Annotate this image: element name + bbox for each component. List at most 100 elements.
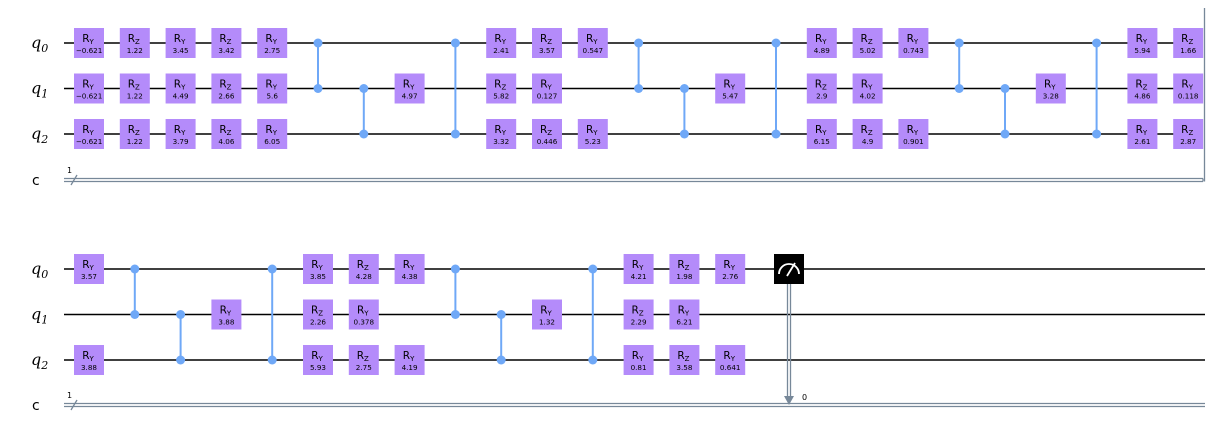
gate-parameter: 5.23 xyxy=(585,137,601,146)
gate-parameter: 3.42 xyxy=(218,46,234,55)
gate-box xyxy=(669,299,700,330)
gate-parameter: 1.66 xyxy=(1180,46,1196,55)
ry-gate: RY3.85 xyxy=(303,254,333,284)
cz-gate xyxy=(1000,84,1010,139)
gate-box xyxy=(715,345,746,375)
cz-gate xyxy=(771,38,781,139)
rz-gate: RZ2.66 xyxy=(211,73,242,104)
gate-parameter: 3.45 xyxy=(173,46,189,55)
gate-box xyxy=(486,73,517,104)
control-dot xyxy=(130,310,140,319)
gate-box xyxy=(669,345,700,375)
qubit-label: q2 xyxy=(31,350,48,372)
gate-box xyxy=(1035,73,1066,104)
control-dot xyxy=(267,355,277,365)
ry-gate: RY4.19 xyxy=(394,345,425,375)
gate-box xyxy=(348,345,379,375)
circuit-row-1: q0q1q2c1RY−0.621RY−0.621RY−0.621RZ1.22RZ… xyxy=(31,8,1206,189)
cz-gate xyxy=(588,264,598,365)
rz-gate: RZ1.22 xyxy=(119,119,150,149)
control-dot xyxy=(954,38,964,48)
gate-parameter: 4.19 xyxy=(402,363,418,372)
gate-parameter: 2.75 xyxy=(264,46,280,55)
gate-box xyxy=(1173,28,1204,58)
gate-parameter: 1.98 xyxy=(676,272,692,281)
gate-box xyxy=(1173,119,1204,149)
gate-parameter: 3.88 xyxy=(81,363,97,372)
gate-parameter: 2.76 xyxy=(722,272,738,281)
rz-gate: RZ4.9 xyxy=(852,119,883,149)
gate-parameter: 3.32 xyxy=(493,137,509,146)
measure-bit-index: 0 xyxy=(802,393,807,402)
ry-gate: RY5.94 xyxy=(1127,28,1158,58)
gate-box xyxy=(211,73,242,104)
gate-box xyxy=(806,119,837,149)
gate-parameter: 5.6 xyxy=(266,92,278,101)
gate-parameter: 3.79 xyxy=(173,137,189,146)
measure-box xyxy=(774,254,804,284)
cz-gate xyxy=(313,38,323,93)
ry-gate: RY5.47 xyxy=(715,73,746,104)
qubit-label: q2 xyxy=(31,124,48,146)
gate-box xyxy=(165,119,196,149)
gate-parameter: 2.87 xyxy=(1180,137,1196,146)
rz-gate: RZ1.98 xyxy=(669,254,700,284)
gate-box xyxy=(852,119,883,149)
gate-parameter: 2.29 xyxy=(631,318,647,327)
qubit-label: q0 xyxy=(31,33,48,55)
gate-box xyxy=(303,254,333,284)
ry-gate: RY0.901 xyxy=(898,119,929,149)
cz-gate xyxy=(176,310,186,365)
gate-box xyxy=(119,119,150,149)
gate-box xyxy=(348,299,379,330)
gate-box xyxy=(394,73,425,104)
gate-box xyxy=(669,254,700,284)
cz-gate xyxy=(1092,38,1102,139)
rz-gate: RZ2.29 xyxy=(623,299,654,330)
ry-gate: RY4.38 xyxy=(394,254,425,284)
rz-gate: RZ4.86 xyxy=(1127,73,1158,104)
gate-box xyxy=(532,73,562,104)
control-dot xyxy=(450,264,460,274)
gate-parameter: 1.22 xyxy=(127,92,143,101)
ry-gate: RY4.49 xyxy=(165,73,196,104)
gate-box xyxy=(257,73,288,104)
gate-box xyxy=(1127,119,1158,149)
cz-gate xyxy=(634,38,644,93)
gate-box xyxy=(394,345,425,375)
control-dot xyxy=(359,129,369,139)
rz-gate: RZ1.22 xyxy=(119,28,150,58)
qubit-label: q1 xyxy=(31,79,48,101)
control-dot xyxy=(130,264,140,274)
gate-box xyxy=(211,28,242,58)
ry-gate: RY4.02 xyxy=(852,73,883,104)
control-dot xyxy=(176,355,186,365)
ry-gate: RY2.41 xyxy=(486,28,517,58)
cz-gate xyxy=(679,84,689,139)
gate-box xyxy=(165,73,196,104)
rz-gate: RZ2.26 xyxy=(303,299,333,330)
ry-gate: RY3.32 xyxy=(486,119,517,149)
control-dot xyxy=(176,310,186,319)
ry-gate: RY3.45 xyxy=(165,28,196,58)
control-dot xyxy=(771,129,781,139)
gate-box xyxy=(532,28,562,58)
ry-gate: RY−0.621 xyxy=(74,119,104,149)
cz-gate xyxy=(450,38,460,139)
ry-gate: RY0.641 xyxy=(715,345,746,375)
control-dot xyxy=(313,38,323,48)
gate-parameter: 0.547 xyxy=(583,46,604,55)
gate-box xyxy=(623,254,654,284)
control-dot xyxy=(634,84,644,93)
gate-parameter: 0.641 xyxy=(720,363,741,372)
gate-parameter: 2.66 xyxy=(218,92,234,101)
gate-parameter: 3.85 xyxy=(310,272,326,281)
ry-gate: RY4.21 xyxy=(623,254,654,284)
ry-gate: RY0.743 xyxy=(898,28,929,58)
gate-box xyxy=(394,254,425,284)
gate-box xyxy=(486,119,517,149)
gate-box xyxy=(119,73,150,104)
gate-parameter: 6.15 xyxy=(814,137,830,146)
cz-gate xyxy=(267,264,277,365)
